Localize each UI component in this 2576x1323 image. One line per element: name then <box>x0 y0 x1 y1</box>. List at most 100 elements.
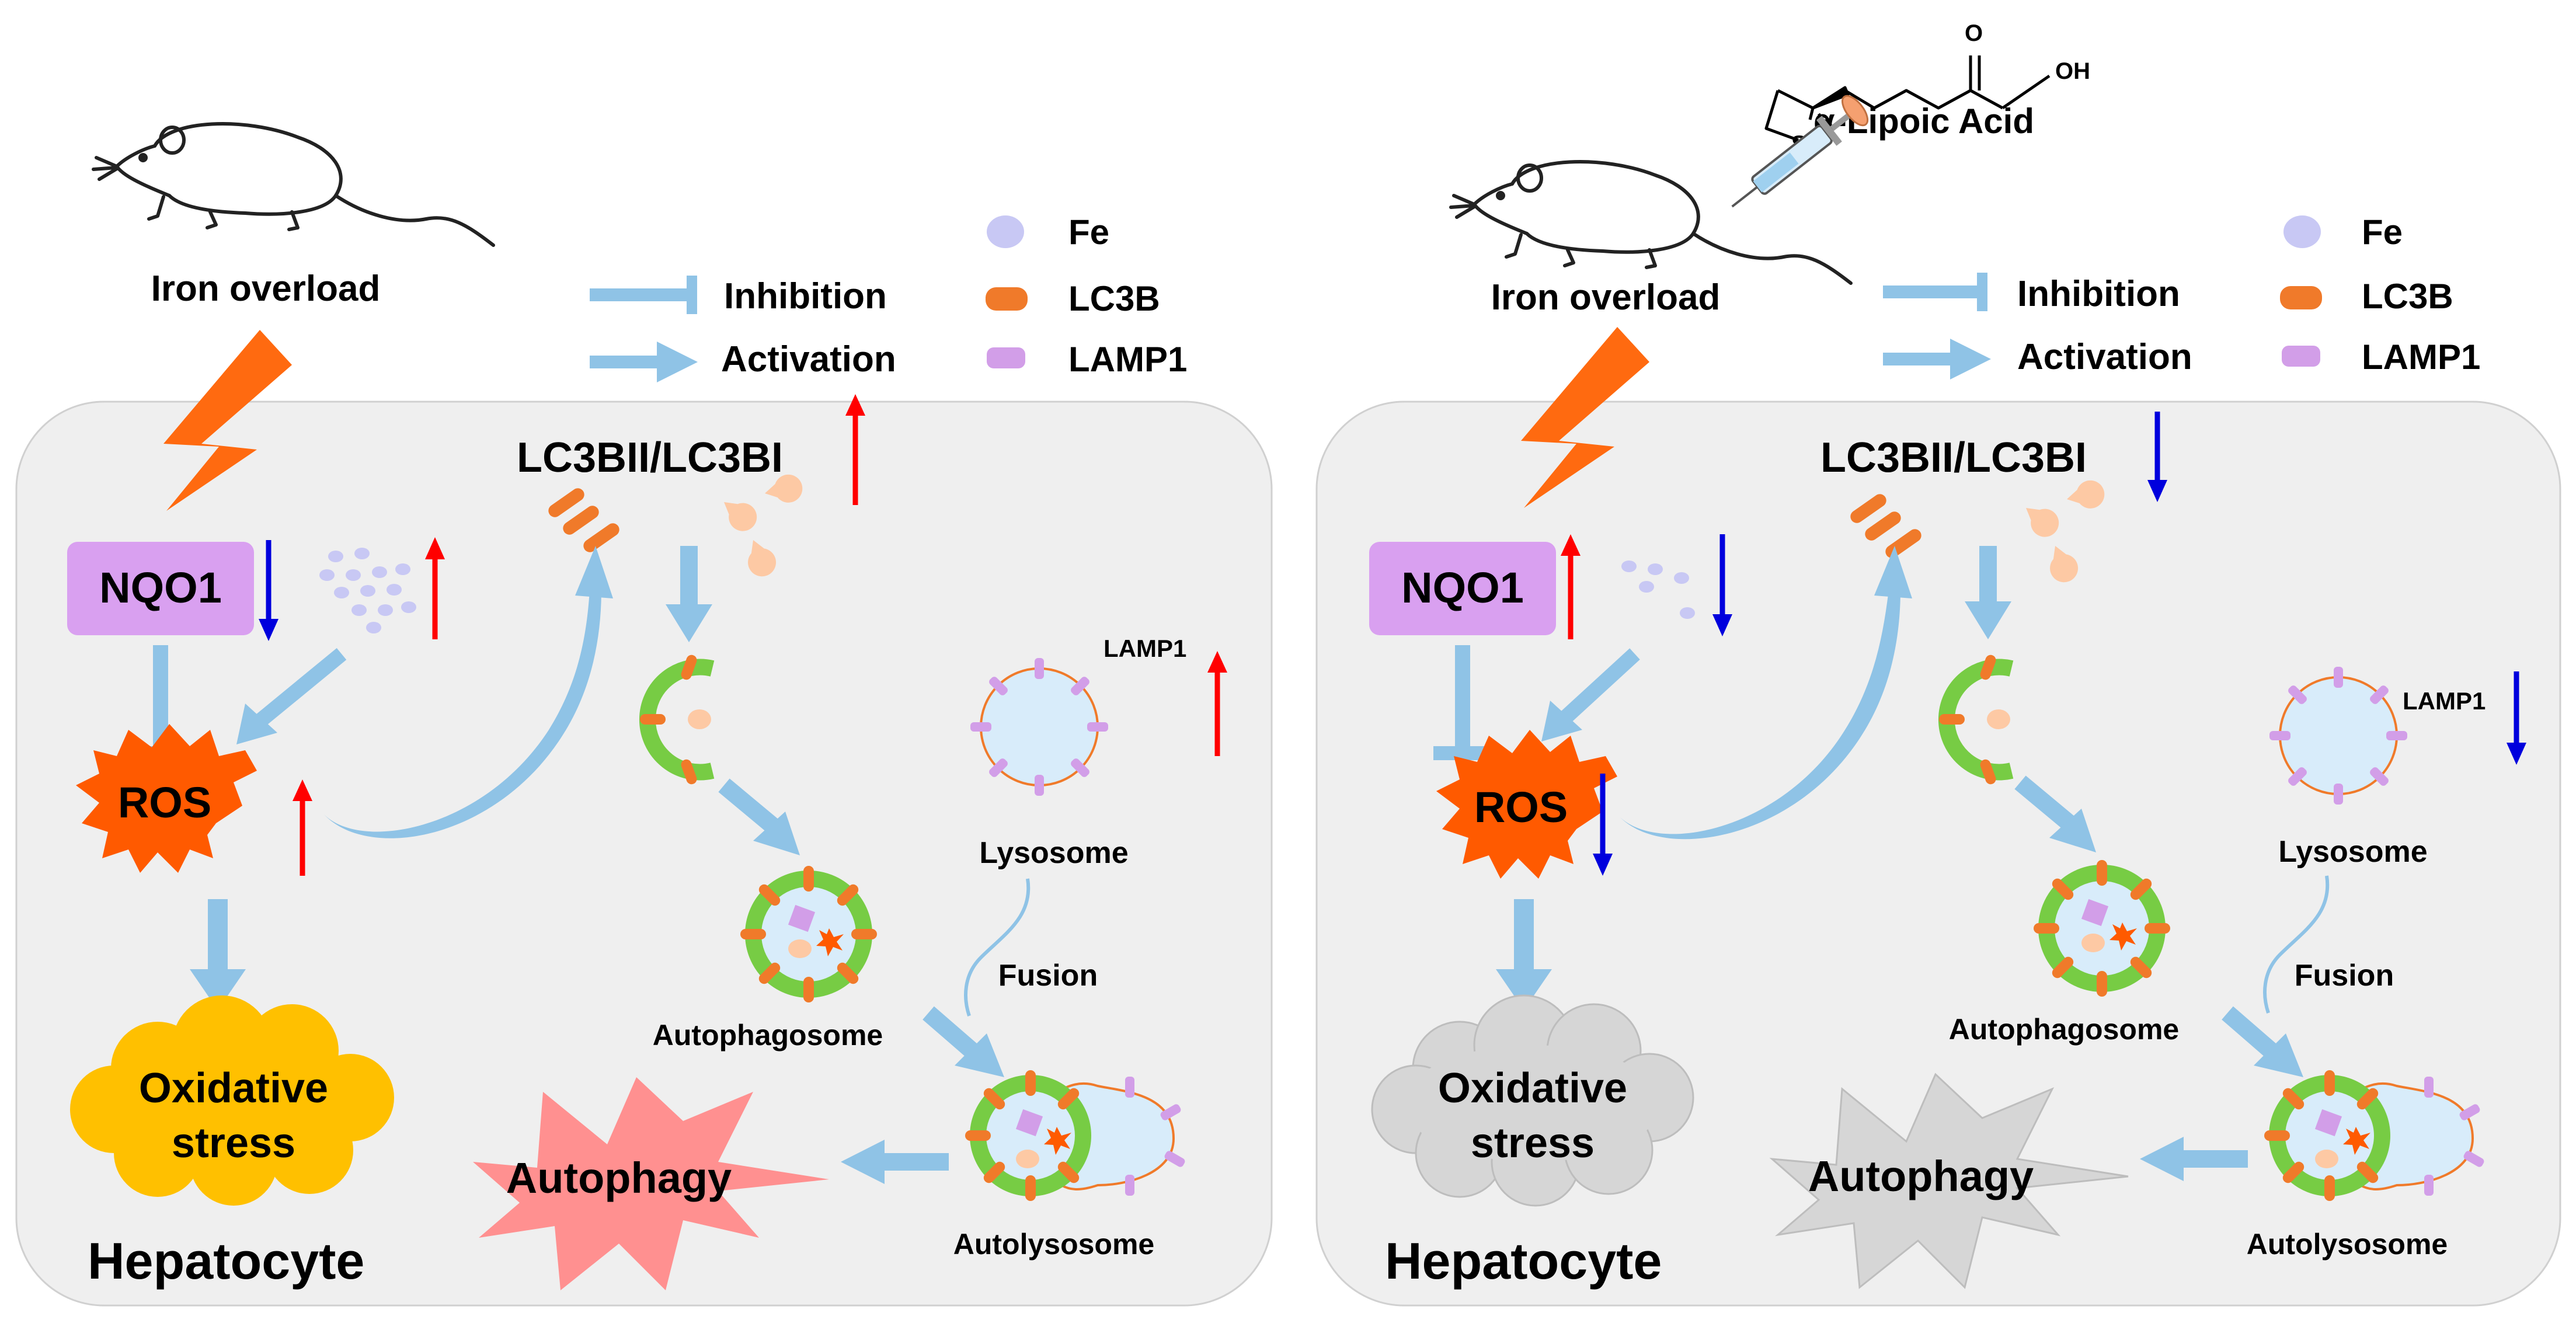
lamp1-legend-icon-right <box>2282 346 2320 367</box>
autolysosome-label-right: Autolysosome <box>2247 1228 2448 1261</box>
fe-to-ros-arrow-icon-right <box>1541 648 1640 741</box>
nqo1-label-left: NQO1 <box>99 563 222 612</box>
ros-to-lc3bii-arrow-icon <box>324 546 613 838</box>
ros-label-left: ROS <box>118 778 211 827</box>
to-autophagy-arrow-icon <box>841 1140 949 1184</box>
autophagy-burst-right <box>1769 1073 2129 1289</box>
mouse-icon <box>92 122 495 247</box>
legend-activation: Activation <box>721 339 896 380</box>
mouse-icon-right <box>1449 160 1853 285</box>
molecule-o: O <box>1965 20 1983 46</box>
iron-overload-label-right: Iron overload <box>1491 277 1721 318</box>
nqo1-box-right <box>1369 542 1556 635</box>
lysosome-label-right: Lysosome <box>2278 835 2427 869</box>
lysosome-label-left: Lysosome <box>979 836 1128 870</box>
to-autolysosome-arrow-icon-right <box>2222 1006 2303 1077</box>
inhibition-symbol-icon <box>590 276 697 314</box>
iron-overload-label-left: Iron overload <box>151 269 381 309</box>
fusion-label-right: Fusion <box>2295 959 2394 993</box>
legend-right: Inhibition Activation Fe LC3B LAMP1 <box>1883 213 2480 380</box>
legend-lamp1-right: LAMP1 <box>2362 337 2480 377</box>
fe-to-ros-arrow-icon <box>236 647 347 744</box>
legend-lc3b-right: LC3B <box>2362 277 2453 316</box>
oxidative-stress-line2-right: stress <box>1471 1120 1595 1167</box>
autophagosome-label-left: Autophagosome <box>653 1019 883 1052</box>
lc3b-legend-icon-right <box>2280 286 2322 309</box>
left-panel: Iron overload Inhibition Activation Fe L… <box>15 122 1273 1307</box>
lc3bii-cluster <box>548 488 619 552</box>
lysosome-left <box>970 658 1108 796</box>
to-autophagy-arrow-icon-right <box>2140 1137 2248 1181</box>
activation-arrow-icon-right <box>1883 339 1991 380</box>
autophagy-label-left: Autophagy <box>506 1154 732 1202</box>
fe-down-arrow-icon <box>1712 534 1732 636</box>
fusion-line-right <box>2263 875 2330 1014</box>
lc3b-legend-icon <box>986 287 1028 311</box>
phagophore-to-autophagosome-arrow-icon <box>718 778 800 855</box>
activation-arrow-icon <box>590 342 698 382</box>
ros-label-right: ROS <box>1474 783 1568 831</box>
lamp1-legend-icon <box>987 347 1025 368</box>
ratio-label-right: LC3BII/LC3BI <box>1820 434 2087 481</box>
lightning-icon <box>163 330 292 511</box>
inhibition-symbol-icon-right <box>1883 273 1987 311</box>
hepatocyte-label-left: Hepatocyte <box>88 1232 364 1290</box>
lightning-icon-right <box>1521 327 1649 508</box>
legend-activation-right: Activation <box>2017 337 2192 377</box>
oxidative-stress-cloud-right-core <box>1404 1045 1661 1162</box>
ros-to-stress-arrow-icon <box>190 899 246 1010</box>
to-autolysosome-arrow-icon <box>923 1006 1004 1077</box>
ros-up-arrow-icon <box>293 779 312 876</box>
autophagy-burst-left <box>473 1077 829 1290</box>
legend-inhibition: Inhibition <box>724 276 887 316</box>
phagophore-right <box>1938 653 2014 786</box>
fe-legend-icon-right <box>2283 215 2321 248</box>
right-panel: S S O OH α-Lipoic Acid Iron overload <box>1315 20 2561 1307</box>
autolysosome-label-left: Autolysosome <box>953 1228 1155 1261</box>
lysosome-right <box>2269 667 2407 805</box>
lamp1-label-left: LAMP1 <box>1103 635 1186 662</box>
phagophore-to-autophagosome-arrow-icon-right <box>2014 775 2096 852</box>
legend-inhibition-right: Inhibition <box>2017 274 2180 314</box>
fe-legend-icon <box>987 215 1024 248</box>
nqo1-box-left <box>67 542 254 635</box>
ros-to-stress-arrow-icon-right <box>1496 899 1552 1010</box>
nqo1-down-arrow-icon <box>259 540 279 641</box>
autophagosome-right <box>2034 860 2170 997</box>
oxidative-stress-line2-left: stress <box>172 1120 295 1167</box>
ros-starburst-right <box>1436 730 1617 879</box>
ratio-down-arrow-icon <box>2147 412 2167 502</box>
lamp1-up-arrow-icon <box>1207 651 1227 756</box>
autolysosome-right <box>2264 1070 2486 1201</box>
oxidative-stress-line1-right: Oxidative <box>1438 1065 1627 1112</box>
ros-down-arrow-icon <box>1593 774 1613 876</box>
ros-to-lc3bii-arrow-icon-right <box>1620 546 1912 840</box>
nqo1-label-right: NQO1 <box>1401 563 1524 612</box>
syringe-icon <box>1731 95 1869 208</box>
legend-fe-right: Fe <box>2362 213 2403 252</box>
phagophore-left <box>639 653 715 786</box>
fe-up-arrow-icon <box>425 537 445 639</box>
nqo1-up-arrow-icon <box>1561 534 1581 639</box>
autophagosome-left <box>740 866 877 1002</box>
autophagy-label-right: Autophagy <box>1808 1152 2034 1200</box>
autolysosome-left <box>965 1070 1186 1201</box>
autophagosome-label-right: Autophagosome <box>1949 1013 2179 1046</box>
lc3-to-phagophore-arrow-icon <box>666 546 712 642</box>
fusion-label-left: Fusion <box>998 959 1098 993</box>
oxidative-stress-cloud-left <box>70 995 394 1206</box>
lamp1-down-arrow-icon <box>2507 671 2526 765</box>
lc3-to-phagophore-arrow-icon-right <box>1965 546 2011 639</box>
lamp1-label-right: LAMP1 <box>2403 687 2486 715</box>
legend-lc3b: LC3B <box>1068 279 1160 318</box>
legend-left: Inhibition Activation Fe LC3B LAMP1 <box>590 213 1187 382</box>
oxidative-stress-line1-left: Oxidative <box>139 1065 328 1112</box>
ratio-label-left: LC3BII/LC3BI <box>517 434 783 481</box>
ratio-up-arrow-icon <box>845 394 865 505</box>
legend-lamp1: LAMP1 <box>1068 340 1187 379</box>
molecule-oh: OH <box>2055 58 2090 84</box>
legend-fe: Fe <box>1068 213 1109 252</box>
hepatocyte-label-right: Hepatocyte <box>1385 1232 1662 1290</box>
ros-starburst-left <box>76 724 257 873</box>
fusion-line-left <box>964 878 1031 1016</box>
